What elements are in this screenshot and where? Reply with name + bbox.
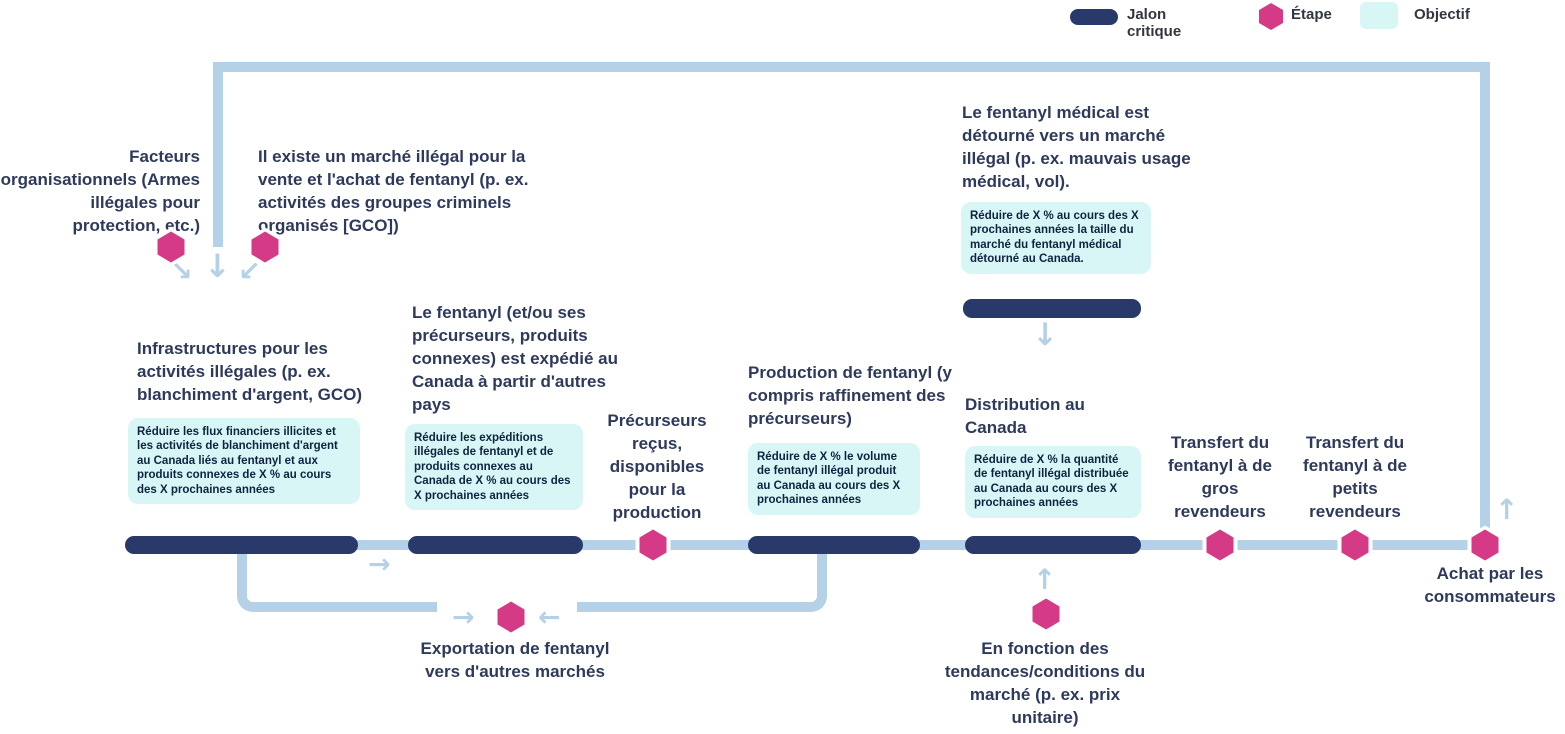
infrastructures-objective: Réduire les flux financiers illicites et… (128, 418, 360, 505)
step-hexagon-icon (493, 597, 529, 637)
flow-border-right-line (1480, 62, 1490, 545)
medical-fentanyl-label: Le fentanyl médical est détourné vers un… (962, 103, 1191, 191)
illegal-market-label: Il existe un marché illégal pour la vent… (258, 147, 529, 235)
right-arrow-icon: → (452, 602, 475, 633)
transfer-small-label: Transfert du fentanyl à de petits revend… (1303, 433, 1407, 521)
production-objective: Réduire de X % le volume de fentanyl ill… (748, 443, 920, 515)
factors-label: Facteurs organisationnels (Armes illégal… (0, 147, 200, 235)
legend-milestone-label: Jalon critique (1127, 6, 1182, 40)
step-hexagon-icon (1337, 525, 1373, 565)
milestone-pill (963, 299, 1141, 318)
milestone-pill-icon (1070, 9, 1118, 25)
export-branch-left-line (237, 550, 437, 612)
objective-swatch-icon (1360, 2, 1398, 29)
market-trends-label: En fonction des tendances/conditions du … (944, 639, 1146, 727)
shipping-objective: Réduire les expéditions illégales de fen… (405, 424, 583, 511)
left-arrow-icon: ← (538, 602, 561, 633)
infrastructures-label: Infrastructures pour les activités illég… (137, 339, 363, 404)
right-arrow-icon: → (368, 549, 391, 580)
step-hexagon-icon (1028, 594, 1064, 634)
milestone-pill (748, 536, 920, 554)
flow-border-top-line (213, 62, 1490, 72)
down-arrow-icon: ↓ (1032, 317, 1058, 353)
legend-objective-label: Objectif (1414, 6, 1470, 23)
flow-border-left-line (213, 62, 223, 247)
down-right-arrow-icon: ↘ (170, 256, 193, 287)
medical-fentanyl-objective: Réduire de X % au cours des X prochaines… (961, 202, 1151, 274)
export-branch-right-line (577, 550, 827, 612)
distribution-label: Distribution au Canada (965, 395, 1085, 437)
shipping-label: Le fentanyl (et/ou ses précurseurs, prod… (412, 303, 618, 414)
precursors-label: Précurseurs reçus, disponibles pour la p… (607, 411, 707, 522)
production-label: Production de fentanyl (y compris raffin… (748, 363, 953, 428)
distribution-objective: Réduire de X % la quantité de fentanyl i… (965, 446, 1141, 518)
down-left-arrow-icon: ↙ (238, 256, 261, 287)
step-hexagon-icon (1467, 525, 1503, 565)
up-arrow-icon: ↑ (1495, 493, 1519, 526)
legend-step-label: Étape (1291, 6, 1332, 23)
export-markets-label: Exportation de fentanyl vers d'autres ma… (420, 639, 610, 681)
transfer-large-label: Transfert du fentanyl à de gros revendeu… (1168, 433, 1272, 521)
step-hexagon-icon (1259, 3, 1283, 30)
up-arrow-icon: ↑ (1033, 563, 1057, 596)
milestone-pill (125, 536, 358, 554)
consumer-purchase-label: Achat par les consommateurs (1424, 564, 1556, 606)
step-hexagon-icon (1202, 525, 1238, 565)
milestone-pill (965, 536, 1141, 554)
milestone-pill (408, 536, 583, 554)
down-arrow-icon: ↓ (204, 247, 231, 285)
